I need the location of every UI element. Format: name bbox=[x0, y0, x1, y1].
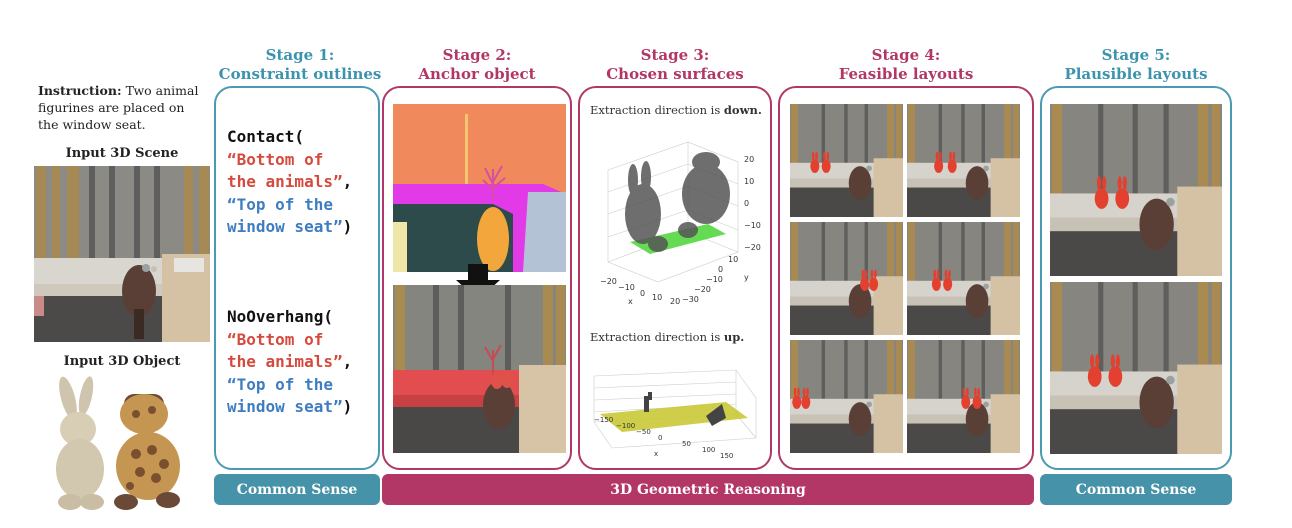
giraffe-figurine bbox=[114, 394, 180, 510]
stage3-panel bbox=[578, 86, 772, 470]
down-arrow-icon bbox=[456, 264, 500, 300]
x-axis-label: x bbox=[628, 297, 633, 306]
z-tick-3: 0 bbox=[744, 199, 749, 208]
anchor-scene-image bbox=[393, 285, 566, 453]
instruction-line3: the window seat. bbox=[38, 117, 146, 132]
stage3-title: Stage 3:Chosen surfaces bbox=[606, 46, 744, 83]
x2-tick-5: 50 bbox=[682, 440, 691, 448]
feasible-layout-1 bbox=[790, 104, 903, 217]
common-sense-bar-right: Common Sense bbox=[1040, 474, 1232, 505]
feasible-layout-4 bbox=[907, 222, 1020, 335]
x2-tick-1: −150 bbox=[594, 416, 613, 424]
z-tick-4: −10 bbox=[744, 221, 761, 230]
feasible-layout-2 bbox=[907, 104, 1020, 217]
x2-tick-2: −100 bbox=[616, 422, 635, 430]
segmentation-image bbox=[393, 104, 566, 272]
instruction-label: Instruction: bbox=[38, 83, 122, 98]
y-tick-6: −30 bbox=[682, 295, 699, 304]
surface-plot-up: −150 −100 −50 0 50 100 150 x bbox=[586, 356, 768, 468]
input-object-image bbox=[40, 374, 200, 512]
stage4-title: Stage 4:Feasible layouts bbox=[838, 46, 974, 83]
x2-tick-3: −50 bbox=[636, 428, 651, 436]
instruction-line2: figurines are placed on bbox=[38, 100, 185, 115]
z-tick-2: 10 bbox=[744, 177, 754, 186]
instruction-text: Instruction: Two animal figurines are pl… bbox=[38, 82, 218, 133]
feasible-layout-5 bbox=[790, 340, 903, 453]
stage1-title: Stage 1:Constraint outlines bbox=[218, 46, 382, 83]
y-axis-label: y bbox=[744, 273, 749, 282]
feasible-layout-6 bbox=[907, 340, 1020, 453]
instruction-line1: Two animal bbox=[125, 83, 199, 98]
stage5-title: Stage 5:Plausible layouts bbox=[1064, 46, 1208, 83]
x2-axis-label: x bbox=[654, 450, 658, 458]
input-scene-image bbox=[34, 166, 210, 342]
geometric-reasoning-bar: 3D Geometric Reasoning bbox=[382, 474, 1034, 505]
x-tick-1: −20 bbox=[600, 277, 617, 286]
x-tick-5: 20 bbox=[670, 297, 680, 306]
y-tick-2: 10 bbox=[728, 255, 738, 264]
x2-tick-4: 0 bbox=[658, 434, 662, 442]
x-tick-2: −10 bbox=[618, 283, 635, 292]
nooverhang-constraint: NoOverhang( “Bottom of the animals”, “To… bbox=[227, 307, 353, 416]
feasible-layout-3 bbox=[790, 222, 903, 335]
input-object-label: Input 3D Object bbox=[63, 354, 181, 369]
plausible-layout-2 bbox=[1050, 282, 1222, 454]
y-tick-5: −20 bbox=[694, 285, 711, 294]
x2-tick-6: 100 bbox=[702, 446, 715, 454]
stage1-panel bbox=[214, 86, 380, 470]
extraction-down-label: Extraction direction is down. bbox=[590, 103, 762, 117]
plausible-layout-1 bbox=[1050, 104, 1222, 276]
extraction-up-label: Extraction direction is up. bbox=[590, 330, 745, 344]
stage2-title: Stage 2:Anchor object bbox=[418, 46, 536, 83]
contact-constraint: Contact( “Bottom of the animals”, “Top o… bbox=[227, 127, 353, 236]
y-tick-4: −10 bbox=[706, 275, 723, 284]
x-tick-3: 0 bbox=[640, 289, 645, 298]
surface-plot-down: 20 10 0 −10 −20 −20 −10 0 10 20 x 20 10 … bbox=[588, 122, 766, 308]
z-tick-5: −20 bbox=[744, 243, 761, 252]
x2-tick-7: 150 bbox=[720, 452, 733, 460]
y-tick-3: 0 bbox=[718, 265, 723, 274]
z-tick-1: 20 bbox=[744, 155, 754, 164]
rabbit-figurine bbox=[56, 376, 104, 510]
common-sense-bar-left: Common Sense bbox=[214, 474, 380, 505]
x-tick-4: 10 bbox=[652, 293, 662, 302]
input-scene-label: Input 3D Scene bbox=[65, 146, 179, 161]
